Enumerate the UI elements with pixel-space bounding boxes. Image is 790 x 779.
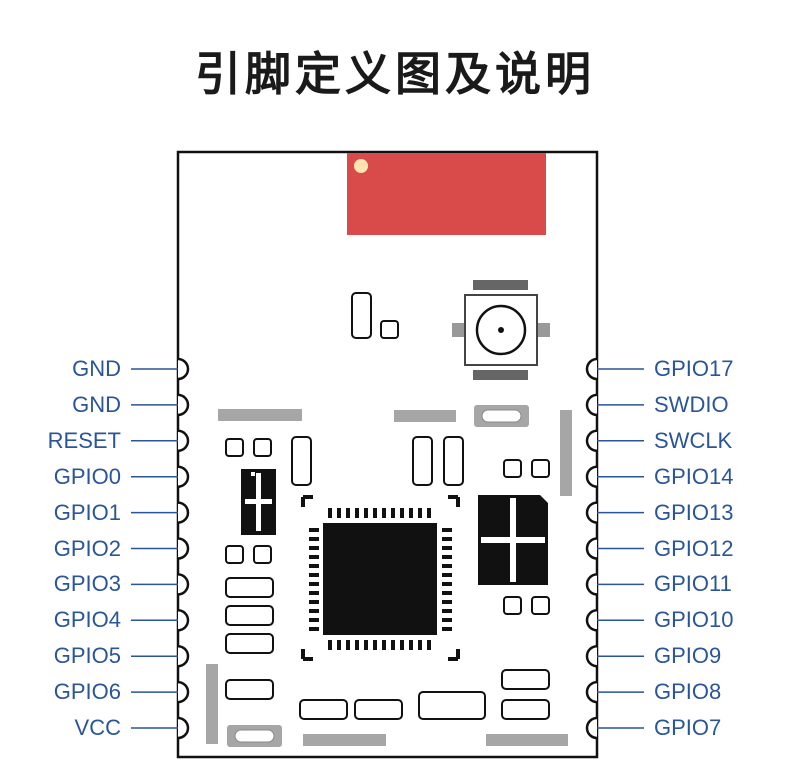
pin-pad — [585, 501, 598, 524]
component — [380, 320, 399, 339]
pin-label-left: GPIO1 — [53, 499, 121, 525]
main-chip — [301, 495, 460, 661]
pin-label-left: GND — [72, 356, 121, 381]
pin-label-right: GPIO12 — [654, 535, 734, 561]
pin-label-right: GPIO13 — [654, 499, 734, 525]
pin-pad — [585, 573, 598, 596]
pin-label-left: GPIO5 — [53, 643, 121, 669]
pin-label-left: GPIO2 — [53, 535, 121, 561]
pin-pad — [177, 573, 190, 596]
pin-pad — [177, 716, 190, 740]
silk-mark — [394, 410, 456, 422]
silk-mark — [303, 734, 386, 746]
pin-pad — [585, 537, 598, 560]
inductor — [241, 469, 276, 535]
pin1-marker — [354, 159, 368, 173]
antenna-area — [347, 153, 546, 235]
page-title: 引脚定义图及说明 — [195, 47, 595, 101]
pin-label-right: GPIO17 — [654, 356, 734, 381]
pin-pad — [177, 393, 190, 417]
pin-pad — [585, 680, 598, 704]
pin-pad — [177, 537, 190, 560]
ipex-connector — [452, 280, 550, 380]
silk-mark — [560, 410, 572, 496]
pin-pad — [585, 644, 598, 668]
crystal — [474, 405, 529, 427]
pin-pad — [585, 357, 598, 381]
pin-pad — [177, 357, 190, 381]
module-board — [176, 150, 599, 759]
pin-label-left: GPIO0 — [53, 463, 121, 489]
pin-pad — [177, 429, 190, 453]
pin-pad — [177, 680, 190, 704]
silk-mark — [218, 409, 302, 421]
crystal-oscillator — [478, 495, 548, 585]
pin-pad — [585, 609, 598, 632]
pin-label-left: VCC — [74, 715, 121, 740]
pin-pad — [585, 716, 598, 740]
pin-label-right: GPIO9 — [654, 643, 722, 669]
pin-pad — [585, 465, 598, 488]
pin-label-right: SWDIO — [654, 391, 729, 417]
pin-label-right: GPIO10 — [654, 607, 734, 633]
pin-pad — [585, 429, 598, 453]
pin-label-left: RESET — [47, 427, 121, 453]
pin-pad — [177, 609, 190, 632]
pin-label-right: GPIO14 — [654, 463, 734, 489]
silk-mark — [486, 734, 568, 746]
pin-label-right: GPIO8 — [654, 679, 722, 705]
pin-label-left: GPIO4 — [53, 607, 121, 633]
crystal — [227, 725, 282, 747]
pin-label-right: GPIO11 — [654, 571, 732, 597]
pin-pad — [177, 644, 190, 668]
pin-pad — [585, 393, 598, 417]
pin-pad — [177, 465, 190, 488]
pin-pad — [177, 501, 190, 524]
silk-mark — [206, 664, 218, 744]
pin-label-left: GPIO6 — [53, 679, 121, 705]
pin-label-left: GND — [72, 391, 121, 417]
pin-label-right: SWCLK — [654, 427, 733, 453]
component — [351, 292, 372, 339]
pin-label-left: GPIO3 — [53, 571, 121, 597]
pin-label-right: GPIO7 — [654, 715, 722, 740]
